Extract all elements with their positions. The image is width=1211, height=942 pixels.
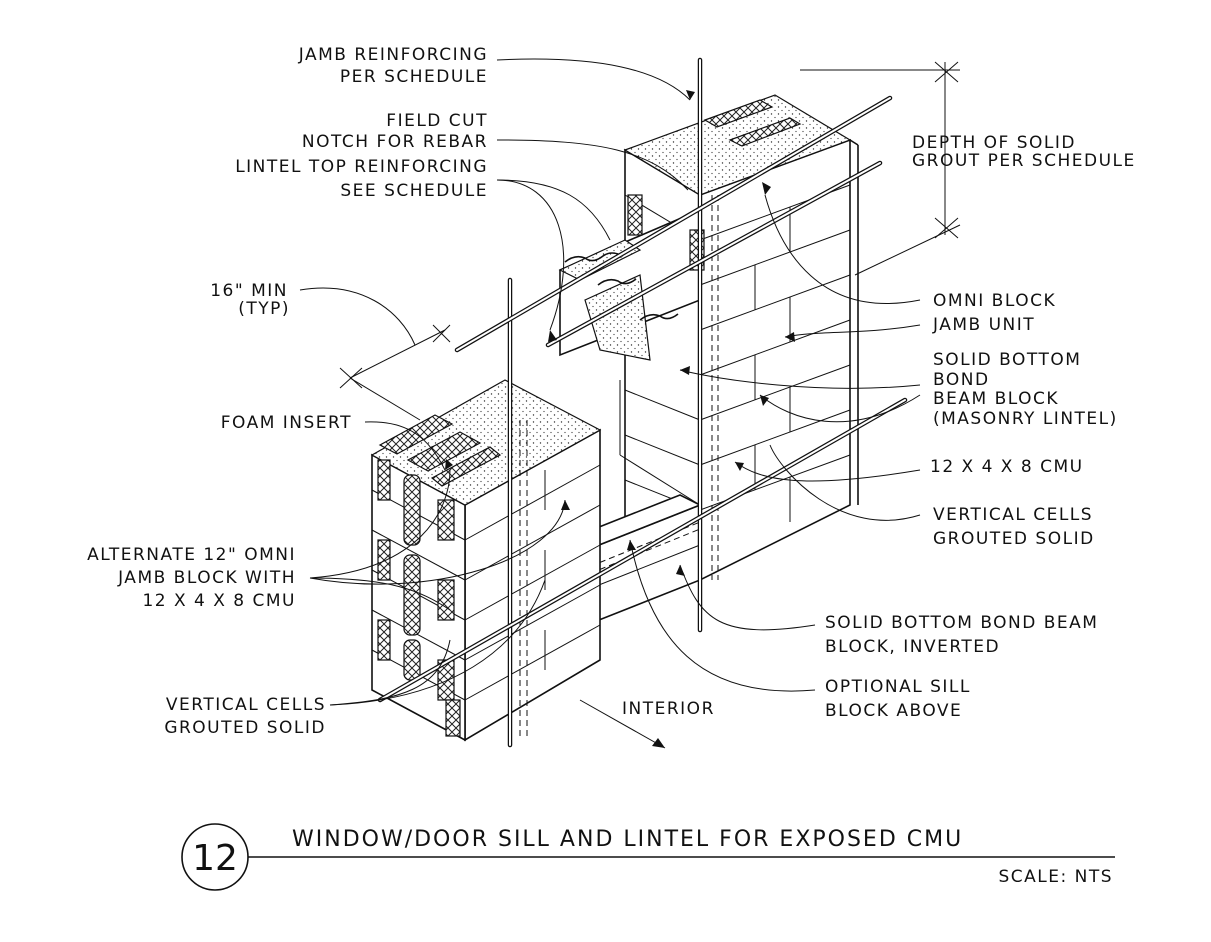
label-vertical-left-1: VERTICAL CELLS [166, 695, 326, 715]
label-foam-insert: FOAM INSERT [221, 413, 352, 433]
label-cmu-right: 12 X 4 X 8 CMU [930, 457, 1084, 477]
label-vertical-left-2: GROUTED SOLID [164, 718, 326, 738]
title-block: 12 WINDOW/DOOR SILL AND LINTEL FOR EXPOS… [181, 823, 1115, 891]
label-bond-inverted-2: BLOCK, INVERTED [825, 637, 1000, 657]
right-wall [558, 94, 859, 582]
label-field-cut-1: FIELD CUT [386, 111, 488, 131]
label-solid-bottom-2: BOND [933, 370, 990, 390]
label-field-cut-2: NOTCH FOR REBAR [302, 132, 488, 152]
label-lintel-top-2: SEE SCHEDULE [340, 181, 488, 201]
label-min-16-2: (TYP) [238, 299, 290, 319]
label-bond-inverted-1: SOLID BOTTOM BOND BEAM [825, 613, 1098, 633]
label-omni-jamb-2: JAMB UNIT [932, 315, 1035, 335]
rebars [377, 57, 908, 748]
leader-lines [299, 58, 921, 749]
label-omni-jamb-1: OMNI BLOCK [933, 291, 1056, 311]
detail-scale: SCALE: NTS [998, 867, 1113, 887]
label-solid-bottom-1: SOLID BOTTOM [933, 350, 1081, 370]
label-alternate-3: 12 X 4 X 8 CMU [142, 591, 296, 611]
label-alternate-2: JAMB BLOCK WITH [117, 568, 296, 588]
label-optional-sill-2: BLOCK ABOVE [825, 701, 962, 721]
label-lintel-top-1: LINTEL TOP REINFORCING [235, 157, 488, 177]
label-vertical-right-2: GROUTED SOLID [933, 529, 1095, 549]
label-vertical-right-1: VERTICAL CELLS [933, 505, 1093, 525]
label-depth-grout-2: GROUT PER SCHEDULE [912, 151, 1136, 171]
label-solid-bottom-4: (MASONRY LINTEL) [933, 409, 1118, 429]
dimensions [339, 61, 961, 421]
label-jamb-reinforcing-1: JAMB REINFORCING [298, 45, 488, 65]
label-interior: INTERIOR [622, 699, 715, 719]
detail-title: WINDOW/DOOR SILL AND LINTEL FOR EXPOSED … [292, 827, 963, 852]
detail-number: 12 [192, 838, 238, 879]
label-depth-grout-1: DEPTH OF SOLID [912, 133, 1076, 153]
label-jamb-reinforcing-2: PER SCHEDULE [340, 67, 488, 87]
label-alternate-1: ALTERNATE 12" OMNI [87, 545, 296, 565]
label-min-16-1: 16" MIN [210, 281, 288, 301]
callouts: JAMB REINFORCING PER SCHEDULE FIELD CUT … [87, 45, 1136, 738]
label-optional-sill-1: OPTIONAL SILL [825, 677, 971, 697]
label-solid-bottom-3: BEAM BLOCK [933, 389, 1059, 409]
